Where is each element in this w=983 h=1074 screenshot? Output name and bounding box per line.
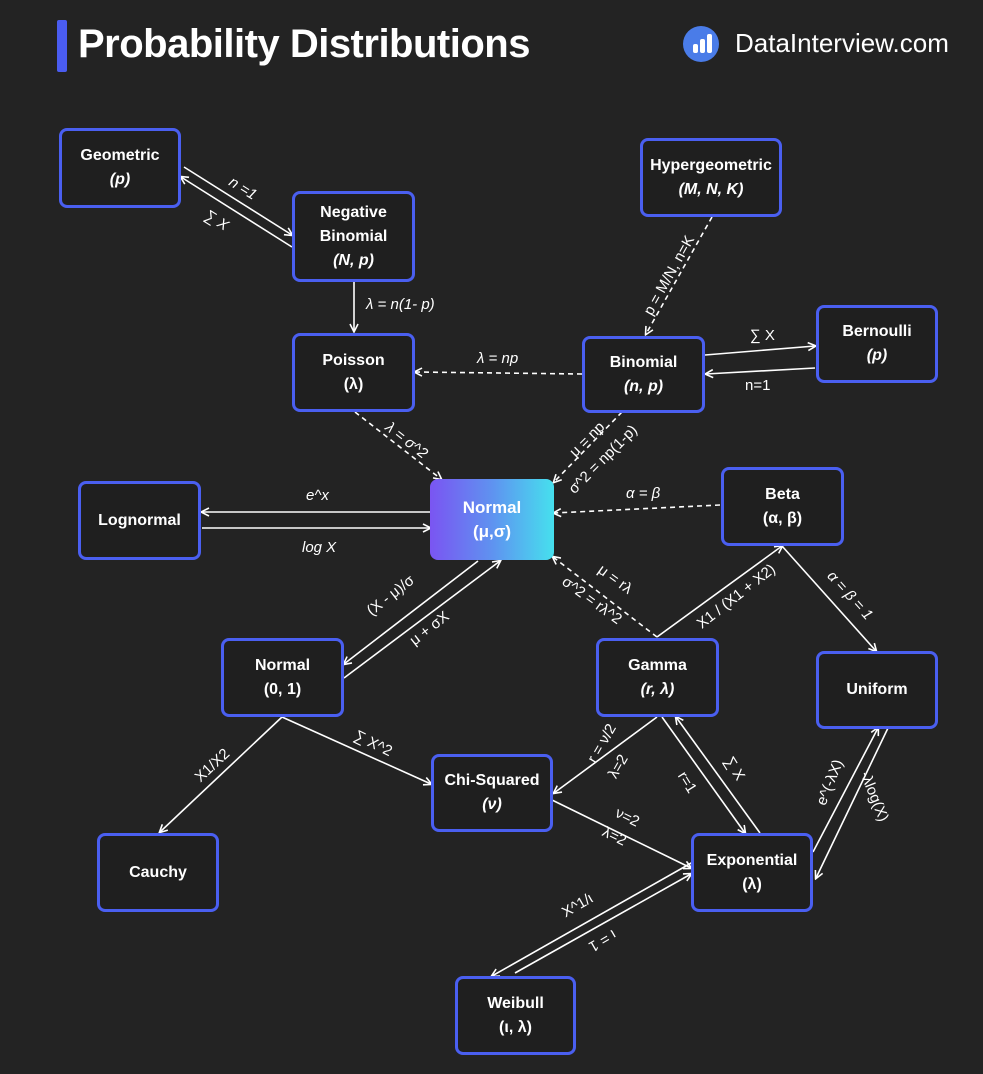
edge-exponential-gamma [676, 717, 761, 834]
node-lognormal[interactable]: Lognormal [78, 481, 201, 560]
brand-name: DataInterview.com [735, 28, 949, 58]
node-geometric-param: (p) [109, 171, 131, 188]
edge-binomial-poisson [415, 372, 583, 374]
node-negative-binomial-name-1: Negative [320, 203, 387, 221]
label-negbinomial-poisson: λ = n(1- p) [366, 296, 435, 313]
node-binomial-param: (n, p) [623, 377, 664, 395]
title-accent-bar [57, 20, 67, 72]
edge-poisson-normal [354, 411, 441, 479]
node-hypergeometric[interactable]: Hypergeometric (M, N, K) [640, 138, 782, 217]
edge-beta-uniform [781, 545, 876, 651]
node-gamma-name: Gamma [628, 656, 687, 674]
edge-hypergeometric-binomial [646, 216, 713, 334]
node-poisson-name: Poisson [322, 351, 385, 369]
node-normal-param: (μ,σ) [472, 521, 512, 541]
label-beta-normal: α = β [626, 485, 661, 502]
page-title: Probability Distributions [78, 22, 530, 66]
node-weibull-param: (ι, λ) [499, 1018, 532, 1036]
edge-geometric-negbinomial [183, 166, 292, 235]
node-chi-squared-name: Chi-Squared [444, 772, 540, 789]
edge-binomial-normal [554, 411, 623, 482]
node-gamma-param: (r, λ) [640, 680, 675, 698]
node-binomial-name: Binomial [609, 353, 678, 371]
node-normal[interactable]: Normal (μ,σ) [430, 479, 554, 560]
node-bernoulli[interactable]: Bernoulli (p) [816, 305, 938, 383]
edge-beta-normal [554, 504, 721, 513]
node-exponential[interactable]: Exponential (λ) [691, 833, 813, 912]
label-normal-lognormal: e^x [306, 487, 329, 504]
edge-gamma-exponential [661, 716, 745, 833]
node-standard-normal-param: (0, 1) [263, 680, 302, 698]
node-standard-normal-name: Normal [254, 656, 311, 674]
node-standard-normal[interactable]: Normal (0, 1) [221, 638, 344, 717]
node-weibull-name: Weibull [487, 994, 544, 1012]
node-geometric-name: Geometric [80, 147, 160, 164]
node-normal-name: Normal [462, 497, 522, 517]
node-poisson[interactable]: Poisson (λ) [292, 333, 415, 412]
node-cauchy[interactable]: Cauchy [97, 833, 219, 912]
edge-normal-stdnormal [344, 560, 479, 664]
node-bernoulli-param: (p) [866, 347, 888, 364]
label-bernoulli-binomial: n=1 [745, 377, 771, 394]
edge-chisquared-exponential [551, 799, 691, 868]
node-uniform-name: Uniform [846, 681, 908, 698]
node-binomial[interactable]: Binomial (n, p) [582, 336, 705, 413]
edge-uniform-exponential [816, 727, 889, 878]
edge-negbinomial-geometric [181, 177, 293, 248]
edge-gamma-chisquared [554, 716, 658, 793]
node-exponential-name: Exponential [706, 851, 798, 869]
node-poisson-param: (λ) [343, 375, 364, 393]
edge-binomial-bernoulli [704, 346, 815, 356]
edge-weibull-exponential [514, 874, 691, 974]
node-geometric[interactable]: Geometric (p) [59, 128, 181, 208]
bar-chart-logo-icon [683, 26, 719, 62]
label-lognormal-normal: log X [302, 539, 337, 556]
node-lognormal-name: Lognormal [98, 511, 181, 529]
node-gamma[interactable]: Gamma (r, λ) [596, 638, 719, 717]
node-negative-binomial[interactable]: Negative Binomial (N, p) [292, 191, 415, 282]
node-bernoulli-name: Bernoulli [842, 323, 912, 340]
edge-exponential-weibull [492, 861, 694, 976]
node-exponential-param: (λ) [742, 875, 762, 893]
node-beta-name: Beta [765, 485, 800, 503]
node-hypergeometric-param: (M, N, K) [678, 180, 744, 198]
edge-stdnormal-chisquared [281, 716, 431, 784]
node-beta-param: (α, β) [762, 509, 803, 527]
node-negative-binomial-name-2: Binomial [319, 227, 388, 245]
node-chi-squared-param: (ν) [482, 796, 502, 813]
edge-bernoulli-binomial [706, 367, 816, 374]
node-beta[interactable]: Beta (α, β) [721, 467, 844, 546]
node-negative-binomial-param: (N, p) [333, 251, 374, 269]
label-binomial-bernoulli: ∑ X [750, 327, 775, 344]
node-uniform[interactable]: Uniform [816, 651, 938, 729]
node-weibull[interactable]: Weibull (ι, λ) [455, 976, 576, 1055]
node-hypergeometric-name: Hypergeometric [650, 156, 772, 174]
node-chi-squared[interactable]: Chi-Squared (ν) [431, 754, 553, 832]
edge-stdnormal-cauchy [160, 716, 283, 832]
label-binomial-poisson: λ = np [477, 350, 519, 367]
edge-gamma-beta [656, 546, 782, 638]
edge-gamma-normal [553, 557, 658, 638]
edge-exponential-uniform [812, 728, 878, 853]
edge-stdnormal-normal [343, 561, 500, 679]
node-cauchy-name: Cauchy [129, 863, 187, 881]
